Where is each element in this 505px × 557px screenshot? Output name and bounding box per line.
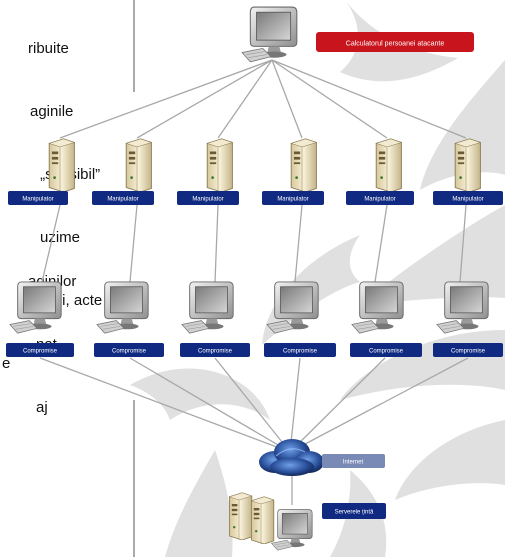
server-tower-icon (454, 138, 481, 192)
compromise-label: Compromise (112, 349, 147, 355)
compromise-label-box (350, 343, 422, 357)
manipulator-label-box (92, 191, 154, 205)
internet-label: Internet (343, 460, 364, 466)
server-tower-icon (206, 138, 233, 192)
server-tower-icon (228, 492, 253, 540)
text-line: aj (36, 399, 48, 416)
connector (214, 357, 291, 453)
manipulator-nodes: Manipulator Manipulator Manipulator Mani… (8, 138, 503, 205)
compromise-label-box (180, 343, 250, 357)
manipulator-label: Manipulator (277, 197, 308, 203)
attacker-node: Calculatorul persoanei atacante (241, 6, 474, 63)
computer-icon (181, 281, 234, 334)
connector-lines (39, 59, 469, 505)
connector (129, 204, 138, 283)
compromise-label-box (433, 343, 503, 357)
connector (289, 357, 301, 453)
internet-label-box (322, 454, 385, 468)
connector (136, 59, 273, 139)
decor-shape (420, 60, 505, 190)
manipulator-label-box (433, 191, 503, 205)
connector (271, 59, 467, 139)
compromise-label: Compromise (198, 349, 233, 355)
compromise-label: Compromise (283, 349, 318, 355)
connector (294, 204, 303, 283)
internet-node: Internet (259, 439, 385, 476)
computer-icon (436, 281, 489, 334)
manipulator-label-box (177, 191, 239, 205)
decor-shape (395, 420, 505, 500)
connector (214, 204, 219, 283)
attacker-label: Calculatorul persoanei atacante (346, 41, 445, 48)
connector (217, 59, 273, 139)
target-label: Serverele țintă (335, 510, 374, 516)
computer-icon (271, 509, 313, 551)
decor-shape (340, 0, 458, 82)
decor-shapes (130, 0, 505, 557)
manipulator-label: Manipulator (22, 197, 53, 203)
connector (129, 357, 291, 453)
server-tower-icon (250, 496, 275, 544)
text-line: e (2, 355, 11, 372)
manipulator-label: Manipulator (364, 197, 395, 203)
connector (59, 59, 273, 139)
connector (374, 204, 388, 283)
connector (271, 59, 388, 139)
computer-icon (96, 281, 149, 334)
server-tower-icon (125, 138, 152, 192)
decor-shape (340, 330, 505, 400)
manipulator-label: Manipulator (107, 197, 138, 203)
text-line: uzime (40, 229, 81, 246)
manipulator-label: Manipulator (452, 197, 483, 203)
connector (289, 357, 469, 453)
connector (459, 204, 467, 283)
compromise-label: Compromise (451, 349, 486, 355)
connector (289, 357, 386, 453)
compromise-label-box (94, 343, 164, 357)
compromise-label-box (264, 343, 336, 357)
decor-shape (360, 205, 505, 305)
attacker-computer-icon (241, 6, 298, 63)
computer-icon (351, 281, 404, 334)
cloud-icon (259, 439, 324, 476)
decor-shape (130, 368, 270, 420)
connector (39, 357, 291, 453)
manipulator-label: Manipulator (192, 197, 223, 203)
compromise-label-box (6, 343, 74, 357)
manipulator-label-box (346, 191, 414, 205)
attacker-label-box (316, 32, 474, 52)
compromised-nodes: Compromise Compromise Compromise Comprom… (6, 281, 503, 357)
decor-shape (165, 450, 233, 557)
manipulator-label-box (8, 191, 68, 205)
text-line: aginile (30, 103, 74, 120)
target-servers-node: Serverele țintă (228, 492, 386, 551)
text-line: ribuite (28, 40, 69, 57)
manipulator-label-box (262, 191, 324, 205)
target-label-box (322, 503, 386, 519)
computer-icon (266, 281, 319, 334)
server-tower-icon (290, 138, 317, 192)
compromise-label: Compromise (23, 349, 58, 355)
server-tower-icon (375, 138, 402, 192)
connector (271, 59, 303, 139)
server-tower-icon (48, 138, 75, 192)
connector (41, 204, 61, 283)
compromise-label: Compromise (369, 349, 404, 355)
computer-icon (9, 281, 62, 334)
